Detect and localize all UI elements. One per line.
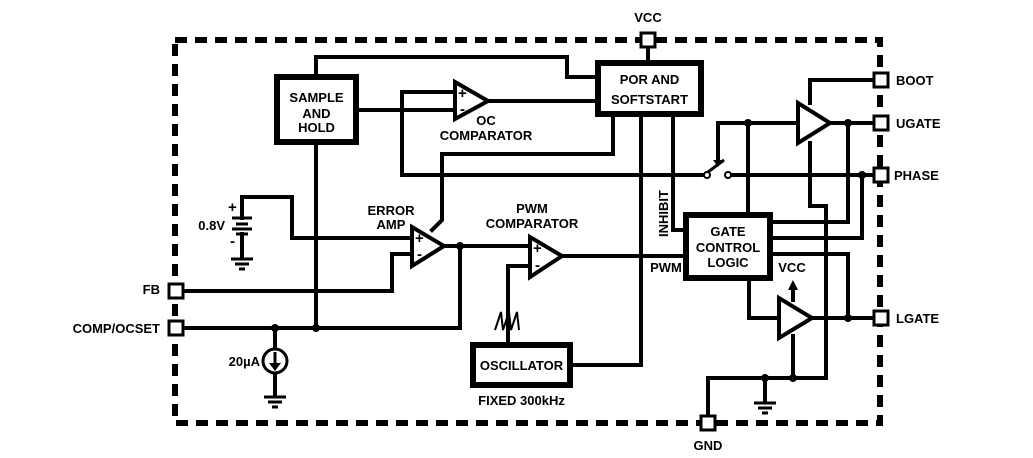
sample-hold-label-2: AND — [302, 106, 330, 121]
reference-voltage-label: 0.8V — [198, 218, 225, 233]
pin-phase-label: PHASE — [894, 168, 939, 183]
sample-hold-label-3: HOLD — [298, 120, 335, 135]
ref-plus: + — [228, 199, 237, 216]
error-amp-label-1: ERROR — [368, 203, 416, 218]
por-softstart-block: POR AND SOFTSTART — [595, 60, 704, 117]
lower-gate-driver — [777, 294, 816, 342]
oscillator-frequency: FIXED 300kHz — [478, 393, 565, 408]
junction — [744, 119, 752, 127]
pin-boot-label: BOOT — [896, 73, 934, 88]
down-arrow-icon — [269, 363, 281, 371]
reference-voltage-source: + - 0.8V — [198, 199, 253, 271]
wire-fb — [182, 252, 414, 293]
pwm-minus: - — [535, 257, 540, 274]
gate-control-logic-block: GATE CONTROL LOGIC — [683, 212, 773, 281]
pwm-comparator: + - PWM COMPARATOR — [486, 201, 579, 281]
por-label-2: SOFTSTART — [611, 92, 688, 107]
junction — [789, 374, 797, 382]
oc-comparator: + - OC COMPARATOR — [440, 78, 533, 143]
current-source: 20µA — [229, 347, 289, 409]
phase-switch — [703, 158, 732, 179]
gcl-label-2: CONTROL — [696, 240, 760, 255]
pin-boot: BOOT — [872, 71, 934, 89]
wire-gcl-ugate-sense — [768, 121, 850, 224]
wire-gcl-lower — [747, 275, 780, 320]
ground-icon — [264, 395, 286, 409]
pwm-signal-label: PWM — [650, 260, 682, 275]
sample-hold-label-1: SAMPLE — [289, 90, 344, 105]
junction — [844, 119, 852, 127]
pin-comp-ocset-label: COMP/OCSET — [73, 321, 160, 336]
ref-minus: - — [230, 233, 235, 250]
gcl-label-1: GATE — [710, 224, 745, 239]
ground-icon — [754, 401, 776, 415]
junction — [456, 242, 464, 250]
vcc-arrow-icon — [788, 280, 798, 290]
junction — [312, 324, 320, 332]
junction — [858, 171, 866, 179]
pwm-comparator-label-1: PWM — [516, 201, 548, 216]
wire-switch-ctrl — [716, 121, 800, 160]
pin-vcc-label: VCC — [634, 10, 662, 25]
pin-vcc: VCC — [634, 10, 662, 49]
switch-arrow-icon — [713, 160, 723, 167]
upper-gate-driver — [796, 99, 834, 147]
pin-fb: FB — [143, 282, 185, 300]
junctions — [271, 119, 866, 382]
wire-ref — [240, 195, 414, 240]
wire-sh-por — [314, 55, 602, 79]
wire-gcl-lgate-sense — [768, 252, 850, 320]
wire-boot — [808, 78, 880, 105]
wire-softstart — [429, 112, 615, 233]
inhibit-label: INHIBIT — [656, 190, 671, 237]
wire-gcl-phase-sense — [768, 173, 864, 240]
current-source-label: 20µA — [229, 354, 261, 369]
pin-ugate: UGATE — [872, 114, 941, 132]
pwm-plus: + — [533, 240, 542, 257]
ea-plus: + — [415, 230, 424, 247]
pin-gnd: GND — [694, 414, 723, 453]
error-amplifier: + - ERROR AMP — [368, 203, 448, 270]
pin-comp-ocset: COMP/OCSET — [73, 319, 185, 337]
wire-oc-plus-phase — [400, 90, 707, 177]
junction — [844, 314, 852, 322]
pwm-comparator-label-2: COMPARATOR — [486, 216, 579, 231]
ea-minus: - — [417, 246, 422, 263]
oc-plus: + — [458, 85, 467, 102]
wire-upper-return — [808, 141, 828, 380]
oc-comparator-label-2: COMPARATOR — [440, 128, 533, 143]
oc-comparator-label-1: OC — [476, 113, 496, 128]
por-label-1: POR AND — [620, 72, 679, 87]
error-amp-label-2: AMP — [377, 217, 406, 232]
wire-por-osc — [568, 112, 643, 367]
sawtooth-icon — [494, 311, 520, 331]
pin-lgate: LGATE — [872, 309, 939, 327]
oc-minus: - — [460, 101, 465, 118]
junction — [271, 324, 279, 332]
wire-gnd-bus — [706, 376, 828, 420]
wires — [182, 46, 880, 420]
pin-lgate-label: LGATE — [896, 311, 939, 326]
pin-ugate-label: UGATE — [896, 116, 941, 131]
pin-phase: PHASE — [872, 166, 939, 184]
ic-boundary — [172, 37, 883, 426]
oscillator-label: OSCILLATOR — [480, 358, 564, 373]
ground-icon — [231, 257, 253, 271]
wire-ramp — [506, 264, 532, 347]
junction — [761, 374, 769, 382]
pin-fb-label: FB — [143, 282, 160, 297]
pin-gnd-label: GND — [694, 438, 723, 453]
gcl-label-3: LOGIC — [707, 255, 749, 270]
driver-vcc-label: VCC — [778, 260, 806, 275]
oscillator-block: OSCILLATOR FIXED 300kHz — [470, 311, 573, 408]
sample-and-hold-block: SAMPLE AND HOLD — [274, 74, 359, 145]
